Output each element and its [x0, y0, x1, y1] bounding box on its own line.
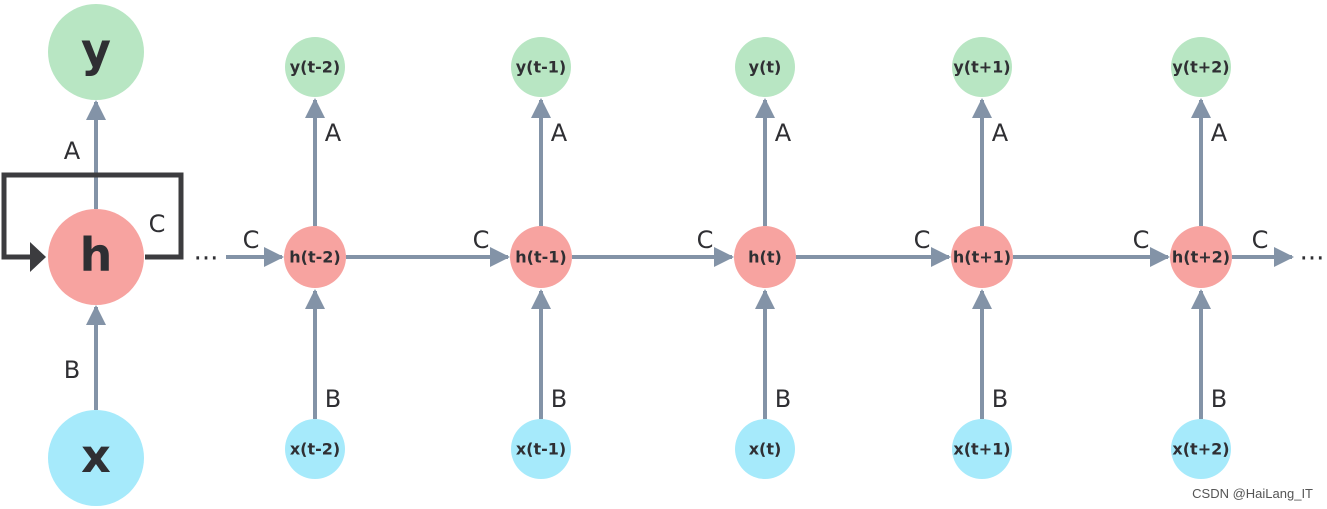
hidden-node-label: h(t+2)	[1172, 248, 1230, 267]
hidden-node	[1170, 226, 1232, 288]
input-node-label: x(t+2)	[1172, 440, 1229, 459]
output-node	[735, 37, 795, 97]
input-node	[952, 419, 1012, 479]
hidden-node	[510, 226, 572, 288]
edge-label-b: B	[325, 385, 341, 413]
edge-label-a: A	[1211, 119, 1228, 147]
folded-edge-label-c: C	[149, 210, 166, 238]
input-node-label: x(t-2)	[290, 440, 340, 459]
output-node-label: y(t-2)	[290, 58, 340, 77]
edge-label-b: B	[551, 385, 567, 413]
trailing-ellipsis: ···	[1300, 244, 1325, 274]
hidden-node	[951, 226, 1013, 288]
output-node	[285, 37, 345, 97]
edge-label-c: C	[914, 226, 931, 254]
hidden-node-label: h(t+1)	[953, 248, 1011, 267]
input-node	[1171, 419, 1231, 479]
output-node	[952, 37, 1012, 97]
output-node	[511, 37, 571, 97]
watermark: CSDN @HaiLang_IT	[1192, 486, 1313, 501]
hidden-node	[734, 226, 796, 288]
input-node	[735, 419, 795, 479]
input-node	[511, 419, 571, 479]
hidden-node-label: h(t-2)	[289, 248, 340, 267]
edge-label-c: C	[1133, 226, 1150, 254]
folded-hidden-node	[48, 209, 144, 305]
edge-label-b: B	[992, 385, 1008, 413]
hidden-node-label: h(t)	[748, 248, 782, 267]
folded-hidden-label: h	[80, 228, 113, 282]
edge-label-c: C	[697, 226, 714, 254]
input-node-label: x(t)	[749, 440, 782, 459]
edge-label-a: A	[325, 119, 342, 147]
output-node-label: y(t)	[749, 58, 782, 77]
input-node	[285, 419, 345, 479]
folded-loop-arrowhead	[30, 242, 46, 272]
folded-loop-edge	[1, 172, 184, 260]
hidden-node-label: h(t-1)	[515, 248, 566, 267]
hidden-node	[284, 226, 346, 288]
folded-input-label: x	[81, 429, 111, 483]
edge-label-a: A	[775, 119, 792, 147]
edge-label-c-outgoing: C	[1252, 226, 1269, 254]
output-node	[1171, 37, 1231, 97]
edge-label-b: B	[775, 385, 791, 413]
edge-label-b: B	[1211, 385, 1227, 413]
output-node-label: y(t+2)	[1172, 58, 1229, 77]
input-node-label: x(t-1)	[516, 440, 566, 459]
folded-edge-label-a: A	[64, 137, 81, 165]
edge-label-a: A	[992, 119, 1009, 147]
folded-edge-label-b: B	[64, 356, 80, 384]
edge-label-a: A	[551, 119, 568, 147]
folded-output-label: y	[81, 23, 111, 77]
folded-output-node	[48, 4, 144, 100]
edge-label-c: C	[473, 226, 490, 254]
folded-input-node	[48, 410, 144, 506]
input-node-label: x(t+1)	[953, 440, 1010, 459]
leading-ellipsis: ···	[194, 244, 219, 274]
output-node-label: y(t-1)	[516, 58, 566, 77]
output-node-label: y(t+1)	[953, 58, 1010, 77]
edge-label-c-incoming: C	[243, 226, 260, 254]
